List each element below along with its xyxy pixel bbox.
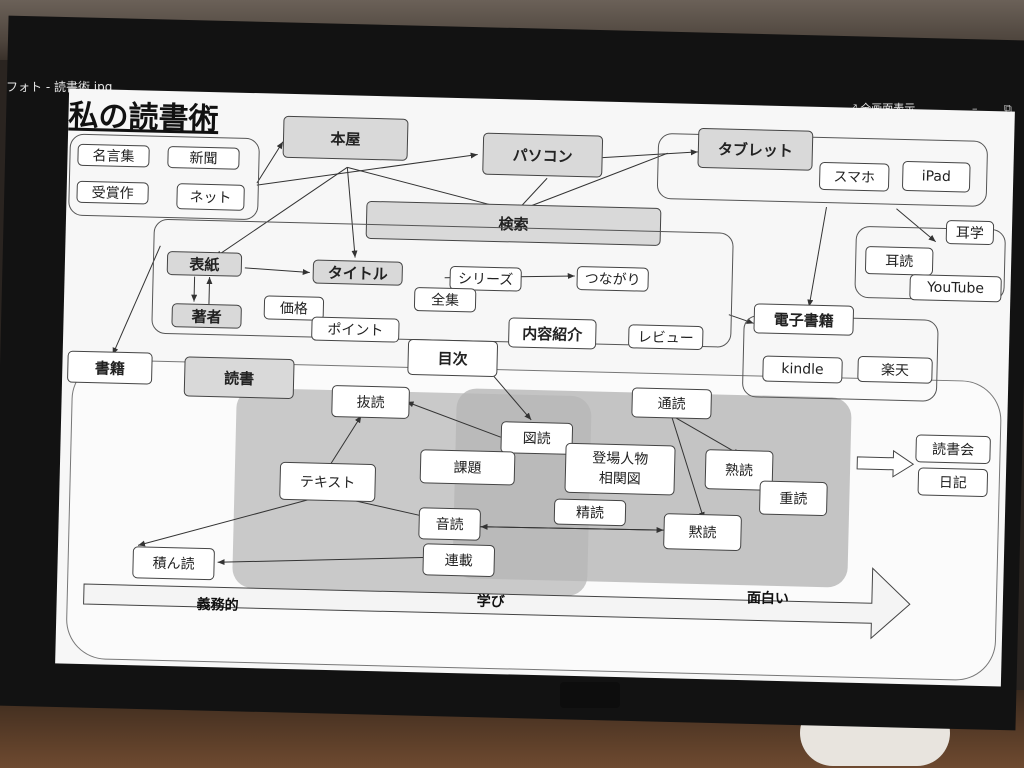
label-gimu: 義務的 (196, 596, 239, 614)
output-arrow-icon (856, 449, 915, 478)
minimize-button[interactable]: – (972, 102, 978, 115)
node-mokuji: 目次 (407, 338, 499, 378)
node-pasokon: パソコン (482, 132, 604, 178)
node-tojo-line1: 登場人物 (592, 450, 649, 468)
node-tsudoku: 通読 (631, 387, 713, 420)
node-tojo-line2: 相関図 (598, 470, 641, 488)
node-review: レビュー (627, 324, 704, 351)
node-tablet: タブレット (697, 127, 814, 171)
node-tojo: 登場人物 相関図 (564, 442, 676, 496)
node-ipad: iPad (901, 160, 971, 193)
node-mokudoku: 黙読 (663, 513, 742, 552)
source-jushosaku: 受賞作 (76, 180, 149, 205)
node-sumaho: スマホ (818, 161, 890, 192)
slide-title: 私の読書術 (68, 98, 219, 138)
node-batsudoku: 抜読 (331, 385, 410, 419)
node-chosha: 著者 (171, 303, 242, 329)
node-shoseki: 書籍 (66, 350, 153, 385)
label-omoshiroi: 面白い (746, 590, 790, 608)
node-mimigaku: 耳学 (945, 219, 995, 246)
monitor-brand-logo (560, 682, 620, 708)
node-youtube: YouTube (909, 274, 1002, 303)
label-manabi: 学び (476, 593, 505, 611)
node-zenshu: 全集 (413, 287, 477, 313)
node-text: テキスト (279, 461, 377, 503)
node-judoku: 重読 (758, 480, 828, 517)
maximize-button[interactable]: ⧉ (1004, 102, 1012, 115)
mindmap-slide: 私の読書術 名言集 新聞 受賞作 ネット 本屋 パソコン タブレット スマホ i… (55, 88, 1015, 687)
node-nikki: 日記 (917, 467, 989, 498)
node-point: ポイント (311, 316, 400, 343)
node-title: タイトル (312, 259, 404, 286)
source-shinbun: 新聞 (167, 145, 240, 170)
node-hyoshi: 表紙 (166, 250, 243, 277)
node-kindle: kindle (762, 355, 843, 384)
node-zudoku: 図読 (500, 421, 574, 455)
source-meigenshu: 名言集 (77, 143, 150, 168)
node-dokushokai: 読書会 (915, 434, 991, 465)
node-kadai: 課題 (419, 449, 516, 486)
source-net: ネット (176, 183, 245, 211)
node-ondoku: 音読 (418, 507, 482, 541)
node-honya: 本屋 (282, 115, 409, 161)
node-jiroku: 耳読 (864, 246, 934, 276)
progress-arrow-icon (83, 567, 911, 640)
node-naiyo: 内容紹介 (507, 317, 597, 350)
node-seidoku: 精読 (553, 498, 627, 527)
node-denshi: 電子書籍 (753, 303, 855, 336)
node-dokusho: 読書 (183, 356, 295, 400)
node-tsunagari: つながり (576, 265, 649, 292)
node-rakuten: 楽天 (857, 355, 933, 384)
